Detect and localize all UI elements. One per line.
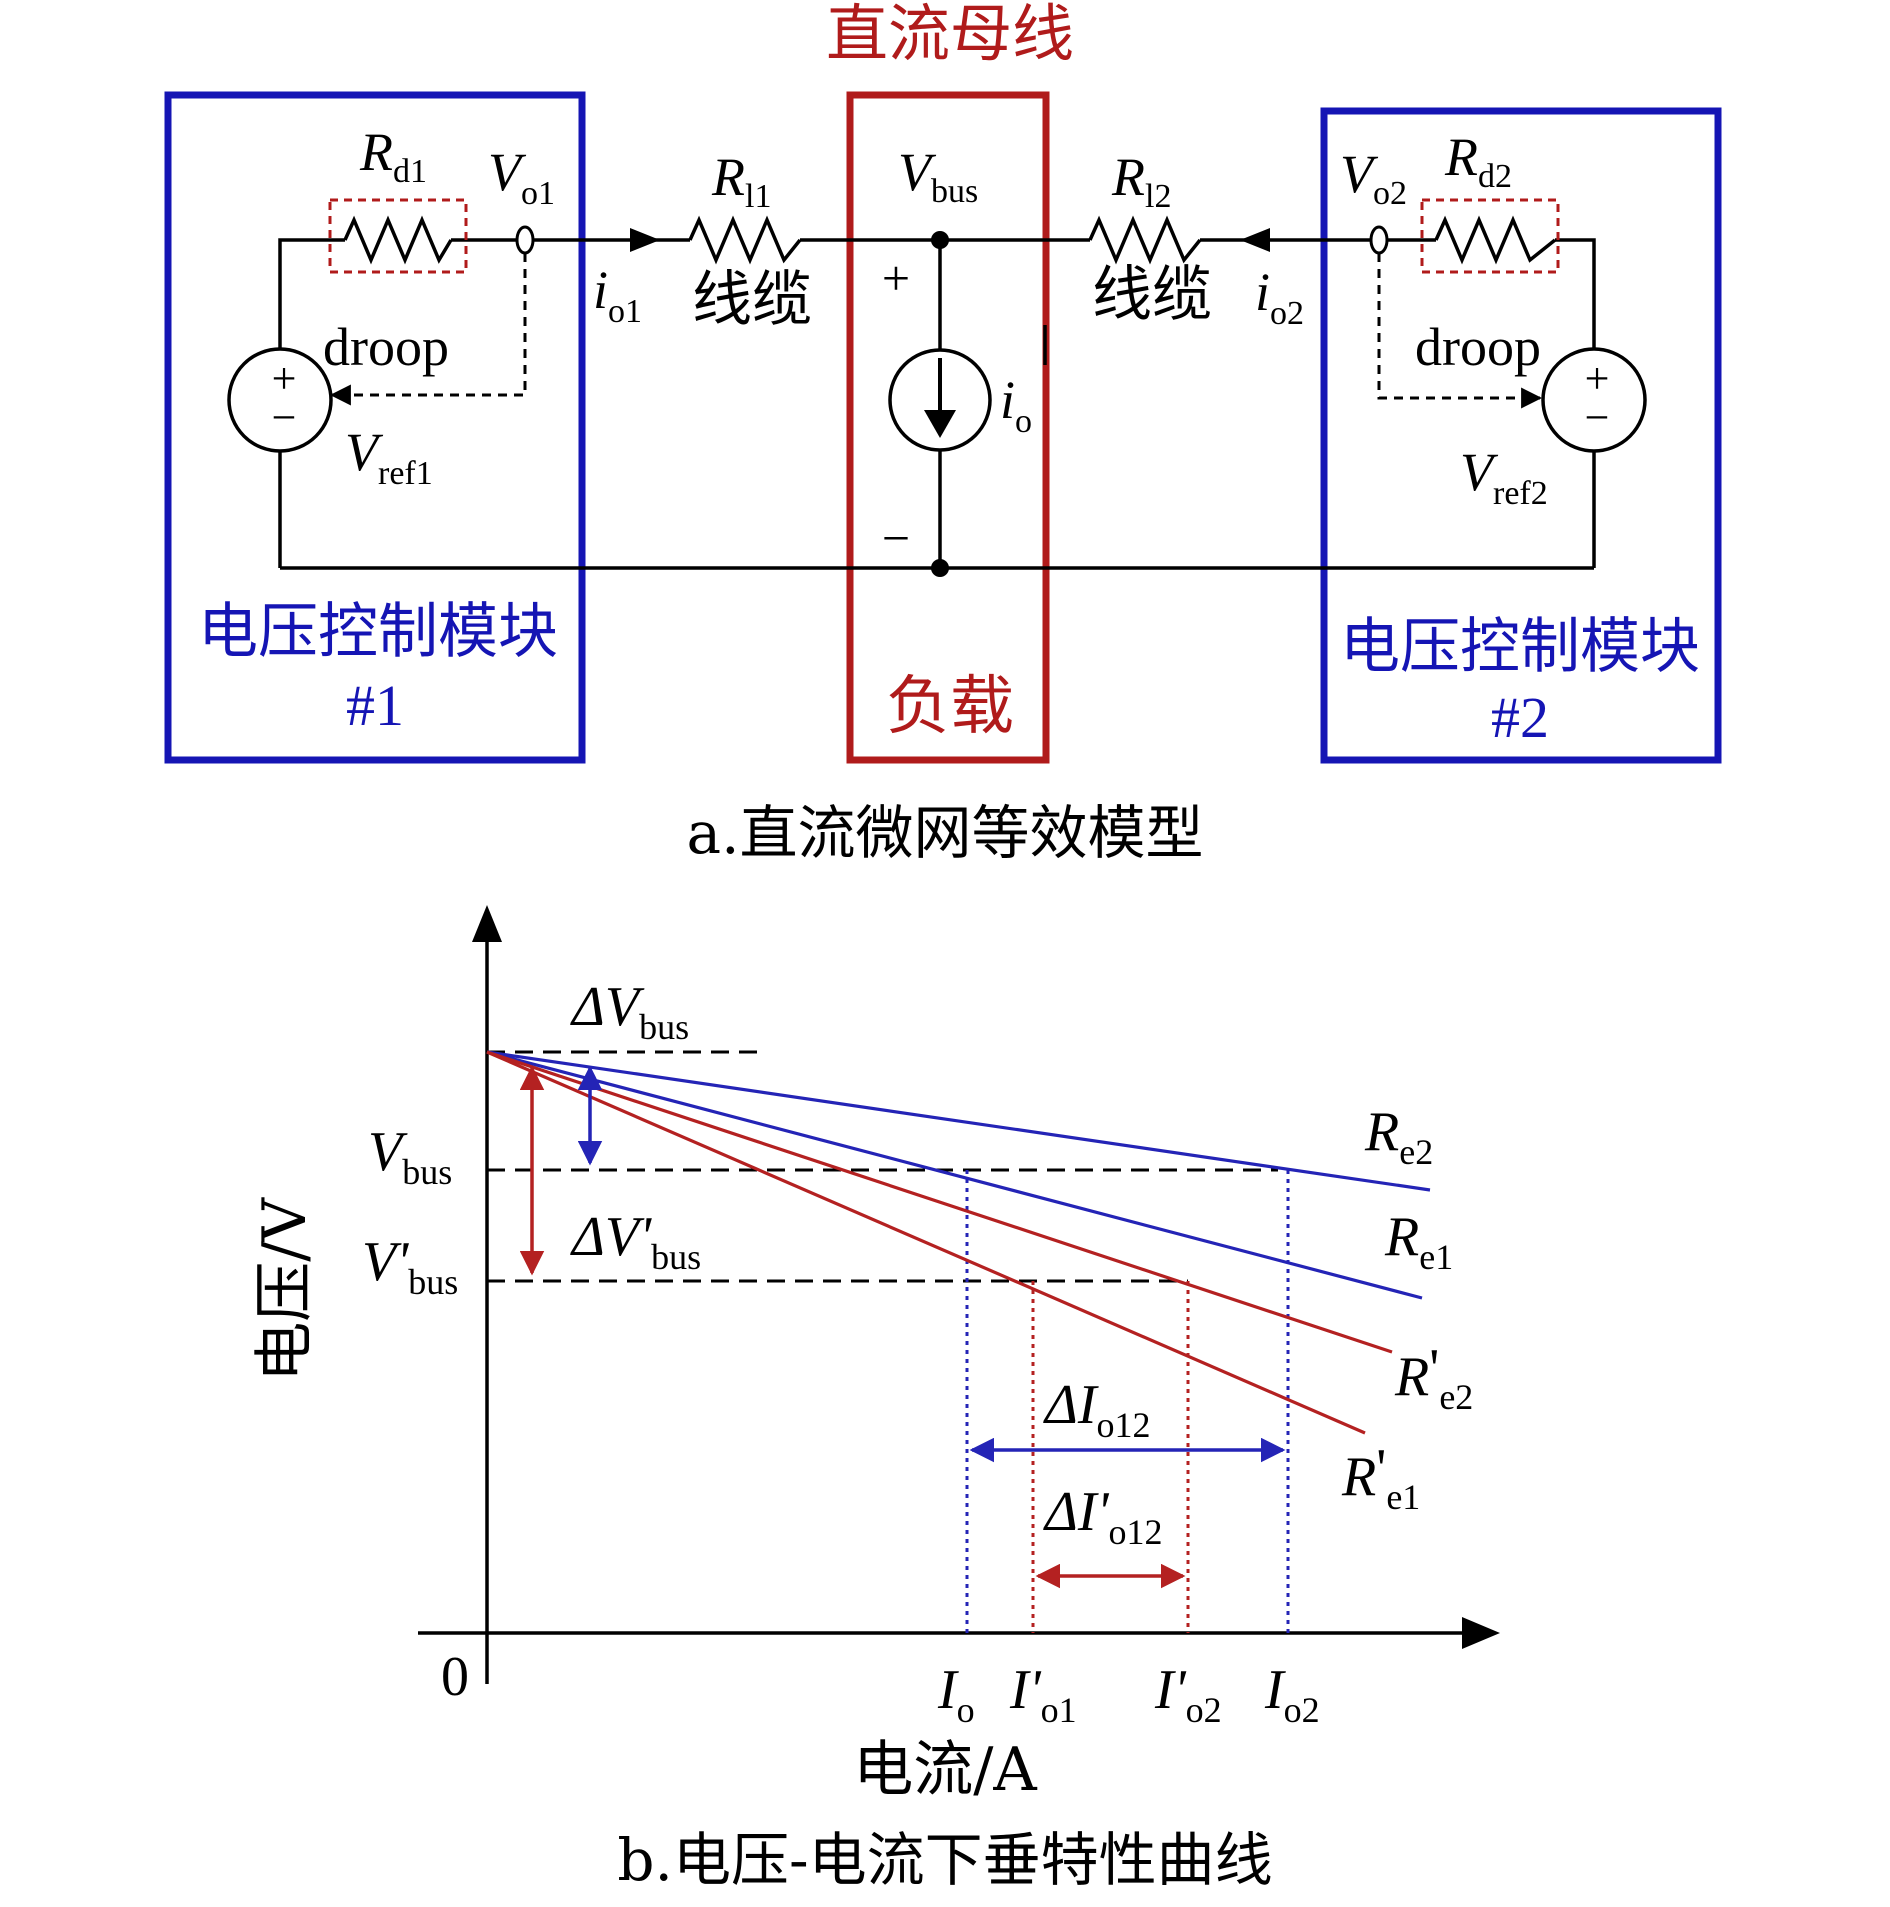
label-vo2: Vo2 <box>1340 144 1407 212</box>
label-delta-vbusp: ΔV'bus <box>570 1206 701 1277</box>
x-tick-io: Io <box>937 1659 975 1730</box>
terminal-vo1 <box>515 225 535 255</box>
y-axis-title: 电压/V <box>250 1197 320 1382</box>
label-rd1: Rd1 <box>359 122 427 190</box>
droop-line-re2 <box>486 1050 1431 1192</box>
label-vbusp-tick: V'bus <box>362 1231 458 1302</box>
diagram-equivalent-model: 直流母线 <box>164 0 1722 867</box>
series-label-re2: Re2 <box>1364 1101 1433 1172</box>
load-label: 负载 <box>886 670 1014 744</box>
x-axis-arrow <box>1462 1617 1500 1649</box>
label-vref1: Vref1 <box>345 422 433 492</box>
droop-characteristic-chart: 0 ΔVbus Vbus ΔV'bus V'bus <box>250 905 1500 1894</box>
x-tick-io1p: I'o1 <box>1009 1659 1077 1730</box>
io1-arrow <box>630 228 660 252</box>
resistor-rl1 <box>688 215 802 265</box>
module-2-border <box>1320 107 1722 764</box>
label-delta-vbus: ΔVbus <box>570 976 689 1047</box>
load-current-source <box>888 348 992 452</box>
label-vbus: Vbus <box>898 142 978 210</box>
source1-minus: − <box>272 393 297 442</box>
voltage-source-1: + − <box>227 347 333 453</box>
label-vbus-tick: Vbus <box>368 1121 452 1192</box>
caption-b: b.电压-电流下垂特性曲线 <box>617 1826 1272 1894</box>
label-rd2: Rd2 <box>1444 127 1512 195</box>
source2-plus: + <box>1585 354 1610 403</box>
resistor-rd2 <box>1434 215 1557 265</box>
label-io1: io1 <box>593 260 642 330</box>
label-droop-1: droop <box>323 317 449 377</box>
series-label-rpe1: R'e1 <box>1341 1438 1420 1517</box>
module-1-name: 电压控制模块 <box>198 597 558 667</box>
droop-line-re1 <box>486 1050 1423 1300</box>
y-axis-arrow <box>472 905 502 942</box>
bus-node-top <box>931 231 949 249</box>
bus-load-border <box>846 91 1050 764</box>
module-1-border <box>164 91 586 764</box>
x-tick-io2: Io2 <box>1264 1659 1320 1730</box>
label-bus-minus: − <box>882 510 910 566</box>
source1-plus: + <box>272 354 297 403</box>
caption-a: a.直流微网等效模型 <box>686 799 1203 867</box>
terminal-vo2 <box>1369 225 1389 255</box>
origin-label: 0 <box>441 1646 469 1708</box>
droop-feedback-2 <box>1377 253 1530 400</box>
droop-lines <box>486 1050 1431 1435</box>
label-delta-io12p: ΔI'o12 <box>1043 1481 1163 1552</box>
bus-node-bottom <box>931 559 949 577</box>
label-vo1: Vo1 <box>488 142 555 212</box>
resistor-rl2 <box>1088 215 1202 265</box>
x-tick-io2p: I'o2 <box>1154 1659 1222 1730</box>
series-label-rpe2: R'e2 <box>1394 1338 1473 1417</box>
resistor-rd1 <box>343 215 453 265</box>
label-cable-1: 线缆 <box>692 265 812 335</box>
module-1-number: #1 <box>346 673 404 738</box>
label-droop-2: droop <box>1415 317 1541 377</box>
droop-line-rpe1 <box>486 1050 1366 1435</box>
label-cable-2: 线缆 <box>1092 260 1212 330</box>
label-rl1: Rl1 <box>711 147 771 215</box>
rd1-dashed-box <box>328 198 468 274</box>
label-delta-io12: ΔIo12 <box>1043 1374 1151 1445</box>
label-io: io <box>1000 370 1032 440</box>
module-2-name: 电压控制模块 <box>1340 612 1700 682</box>
source2-minus: − <box>1585 393 1610 442</box>
module-2-number: #2 <box>1491 685 1549 750</box>
droop-line-rpe2 <box>486 1050 1393 1354</box>
label-io2: io2 <box>1255 262 1304 332</box>
label-vref2: Vref2 <box>1460 442 1548 512</box>
voltage-source-2: + − <box>1541 347 1647 453</box>
label-rl2: Rl2 <box>1111 147 1171 215</box>
label-bus-plus: + <box>882 250 910 306</box>
io2-arrow <box>1240 228 1270 252</box>
rd2-dashed-box <box>1420 198 1560 274</box>
x-axis-title: 电流/A <box>853 1735 1037 1805</box>
bus-title: 直流母线 <box>826 0 1074 70</box>
series-label-re1: Re1 <box>1384 1206 1453 1277</box>
